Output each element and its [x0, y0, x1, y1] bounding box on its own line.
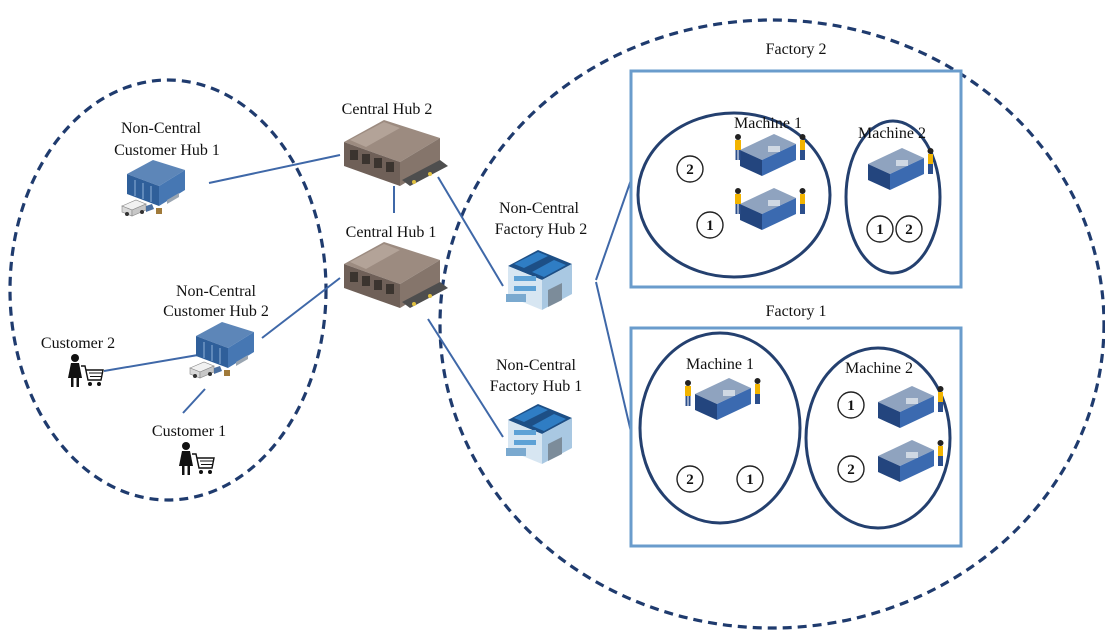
edge-customer1-nccustomerhub2	[182, 388, 206, 414]
central-hub-2-label: Central Hub 2	[342, 101, 433, 118]
factory-1-machine-2: Machine 2 1 2	[804, 346, 952, 530]
customer-2-label: Customer 2	[41, 335, 115, 352]
nc-customer-hub-1: Non-Central Customer Hub 1	[114, 120, 220, 217]
central-hub-2: Central Hub 2	[342, 101, 448, 186]
shopper-cart-icon	[67, 353, 104, 388]
distribution-center-icon	[344, 242, 448, 308]
job-number: 2	[847, 462, 855, 478]
nc-customer-hub-2-label-line1: Non-Central	[176, 283, 257, 300]
customer-1: Customer 1	[152, 423, 226, 476]
factory-1-title: Factory 1	[766, 303, 827, 320]
customer-2: Customer 2	[41, 335, 115, 388]
edge-nccustomerhub1-centralhub2	[208, 154, 341, 184]
nc-factory-hub-2-label-line2: Factory Hub 2	[495, 221, 587, 238]
job-number: 1	[847, 398, 855, 414]
edge-ncfactoryhub2-factory1	[595, 281, 632, 433]
distribution-center-icon	[344, 120, 448, 186]
factory-building-icon	[506, 250, 572, 310]
job-number: 1	[706, 218, 714, 234]
edge-centralhub2-ncfactoryhub2	[437, 176, 504, 287]
nc-factory-hub-1-label-line2: Factory Hub 1	[490, 378, 582, 395]
edge-customer2-nccustomerhub2	[103, 354, 199, 372]
factory-2: Factory 2 Machine 1 2 1 Machine 2 1 2	[629, 41, 963, 289]
edge-nccustomerhub2-centralhub1	[261, 277, 341, 339]
job-circle	[837, 391, 865, 419]
job-number: 2	[686, 472, 694, 488]
job-circle	[837, 455, 865, 483]
edge-centralhub1-ncfactoryhub1	[427, 318, 504, 438]
nc-factory-hub-1: Non-Central Factory Hub 1	[490, 357, 582, 464]
factory-1: Factory 1 Machine 1 2 1 Machine 2 1 2	[629, 303, 963, 548]
nc-customer-hub-2: Non-Central Customer Hub 2	[163, 283, 269, 379]
factory-2-machine-2: Machine 2 1 2	[844, 119, 942, 275]
job-circle	[736, 465, 764, 493]
warehouse-icon	[126, 159, 186, 207]
nc-factory-hub-2-label-line1: Non-Central	[499, 200, 580, 217]
nc-customer-hub-1-label-line1: Non-Central	[121, 120, 202, 137]
customer-1-label: Customer 1	[152, 423, 226, 440]
nc-customer-hub-2-label-line2: Customer Hub 2	[163, 303, 269, 320]
job-circle	[676, 155, 704, 183]
edge-ncfactoryhub2-factory2	[595, 179, 632, 281]
factory-1-machine-2-label: Machine 2	[845, 360, 913, 377]
factory-building-icon	[506, 404, 572, 464]
job-number: 2	[905, 222, 913, 238]
nc-customer-hub-1-label-line2: Customer Hub 1	[114, 142, 220, 159]
factory-1-machine-1: Machine 1 2 1	[638, 331, 802, 525]
job-number: 2	[686, 162, 694, 178]
factory-2-machine-2-label: Machine 2	[858, 125, 926, 142]
factory-1-machine-1-label: Machine 1	[686, 356, 754, 373]
nc-factory-hub-2: Non-Central Factory Hub 2	[495, 200, 587, 310]
central-hub-1: Central Hub 1	[344, 224, 448, 308]
job-circle	[696, 211, 724, 239]
factory-2-machine-1: Machine 1 2 1	[636, 111, 832, 279]
job-circle	[676, 465, 704, 493]
nc-factory-hub-1-label-line1: Non-Central	[496, 357, 577, 374]
factory-2-machine-1-label: Machine 1	[734, 115, 802, 132]
job-number: 1	[746, 472, 754, 488]
shopper-cart-icon	[178, 441, 215, 476]
job-circle	[866, 215, 894, 243]
central-hub-1-label: Central Hub 1	[346, 224, 437, 241]
machine-circle	[844, 119, 942, 275]
warehouse-icon	[195, 321, 255, 369]
job-number: 1	[876, 222, 884, 238]
job-circle	[895, 215, 923, 243]
factory-region	[438, 18, 1105, 630]
factory-2-title: Factory 2	[766, 41, 827, 58]
